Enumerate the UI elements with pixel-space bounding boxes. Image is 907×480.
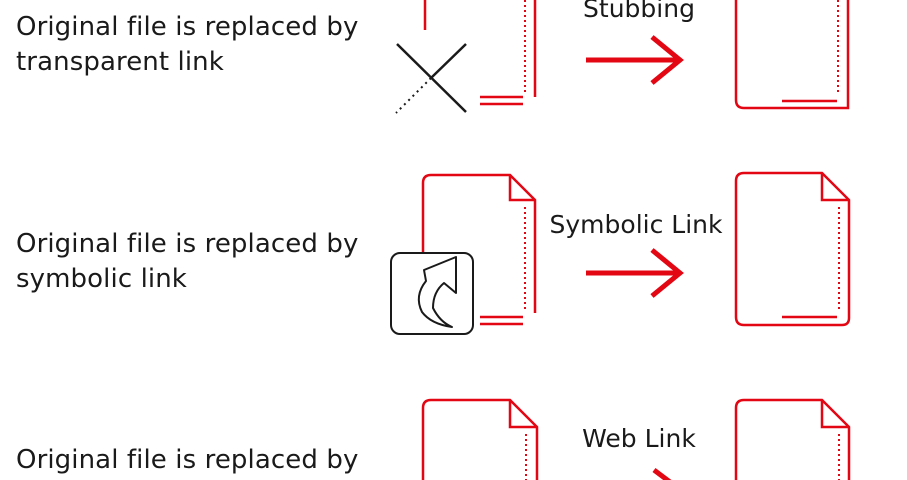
description-line: Original file is replaced by xyxy=(16,229,359,259)
arrow-right-icon-stubbing xyxy=(586,35,684,85)
description-line: Original file is replaced by xyxy=(16,445,359,475)
symlink-document-icon-target xyxy=(734,171,851,327)
description-line: symbolic link xyxy=(16,264,187,294)
description-line: transparent link xyxy=(16,47,224,77)
arrow-right-icon-web-link xyxy=(652,468,672,480)
row-symbolic-link-description: Original file is replaced by symbolic li… xyxy=(16,227,376,297)
row-web-link-description: Original file is replaced by xyxy=(16,443,376,478)
arrow-right-icon-symbolic-link xyxy=(586,248,684,298)
method-label-stubbing: Stubbing xyxy=(583,0,695,23)
source-document-icon-web-link xyxy=(421,398,539,480)
source-document-icon-symbolic-link xyxy=(421,173,537,326)
stub-document-icon-target xyxy=(734,0,850,110)
weblink-document-icon-target xyxy=(734,398,851,480)
row-stubbing-description: Original file is replaced by transparent… xyxy=(16,10,376,80)
shortcut-arrow-icon xyxy=(390,252,474,335)
method-label-web-link: Web Link xyxy=(582,424,696,453)
description-line: Original file is replaced by xyxy=(16,12,359,42)
broken-link-cross-icon xyxy=(395,43,467,114)
source-document-icon-stubbing xyxy=(423,0,537,106)
method-label-symbolic-link: Symbolic Link xyxy=(549,210,723,239)
